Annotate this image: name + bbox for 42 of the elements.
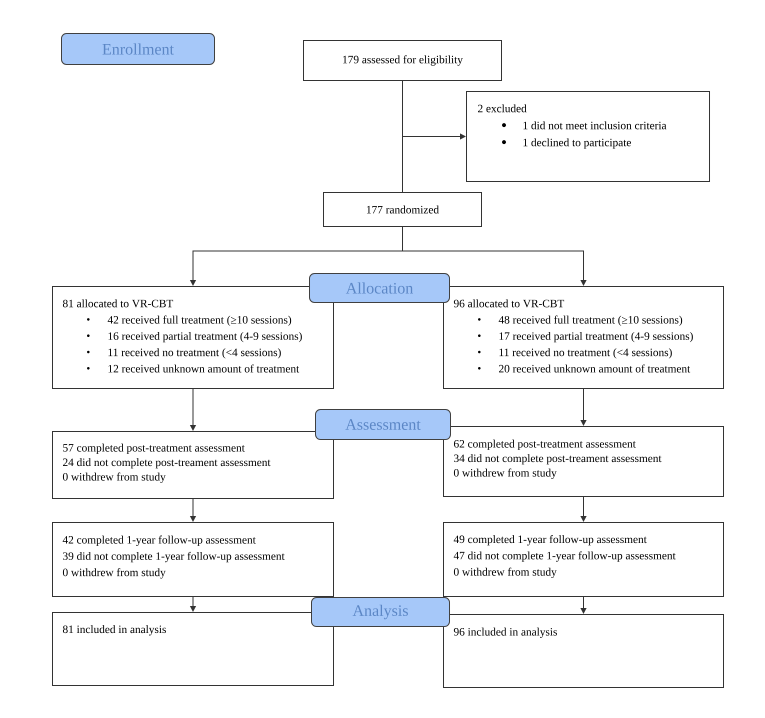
text-line: 39 did not complete 1-year follow-up assessment: [63, 552, 285, 562]
list-item: 1 declined to participate: [524, 138, 631, 149]
text-line: 42 completed 1-year follow-up assessment: [62, 536, 256, 546]
list-item: 11 received no treatment (<4 sessions): [108, 348, 281, 358]
text-line: 0 withdrew from study: [454, 568, 557, 578]
flow-box: [443, 614, 724, 688]
heading-text: 96 allocated to VR-CBT: [454, 299, 564, 308]
text-line: 0 withdrew from study: [62, 568, 166, 579]
text-line: 34 did not complete post-treament assessment: [454, 454, 662, 464]
flow-box: 179 assessed for eligibility: [303, 40, 502, 81]
text-line: 49 completed 1-year follow-up assessment: [454, 535, 647, 546]
flow-box: [443, 286, 724, 389]
heading-text: 81 allocated to VR-CBT: [62, 299, 174, 308]
flow-box: [443, 522, 724, 597]
text-line: 62 completed post-treatment assessment: [454, 440, 636, 450]
list-item: 17 received partial treatment (4-9 sessions): [500, 332, 693, 342]
flow-box: [466, 91, 710, 182]
heading-text: 2 excluded: [478, 104, 527, 112]
flow-box: [52, 612, 334, 686]
text-line: 57 completed post-treatment assessment: [63, 444, 245, 454]
flow-box: [443, 426, 724, 497]
flow-box: [52, 522, 334, 597]
text-line: 0 withdrew from study: [454, 468, 557, 479]
list-item: 42 received full treatment (≥10 sessions): [108, 316, 292, 326]
text-line: 81 included in analysis: [62, 625, 166, 636]
phase-label: Allocation: [309, 273, 450, 303]
phase-label: Enrollment: [61, 33, 215, 65]
text-line: 96 included in analysis: [454, 628, 557, 638]
flow-box: 177 randomized: [323, 192, 482, 227]
flow-box: [52, 286, 334, 389]
phase-label: Analysis: [311, 597, 450, 627]
list-item: 1 did not meet inclusion criteria: [524, 121, 666, 130]
list-item: 11 received no treatment (<4 sessions): [500, 348, 672, 358]
list-item: 20 received unknown amount of treatment: [499, 364, 690, 373]
flow-box: [52, 431, 334, 499]
text-line: 0 withdrew from study: [62, 472, 166, 483]
text-line: 24 did not complete post-treament assessment: [63, 458, 271, 468]
list-item: 48 received full treatment (≥10 sessions): [498, 316, 682, 326]
phase-label: Assessment: [315, 409, 451, 440]
list-item: 12 received unknown amount of treatment: [108, 364, 300, 373]
list-item: 16 received partial treatment (4-9 sessions): [108, 332, 302, 342]
text-line: 47 did not complete 1-year follow-up assessment: [454, 551, 676, 562]
